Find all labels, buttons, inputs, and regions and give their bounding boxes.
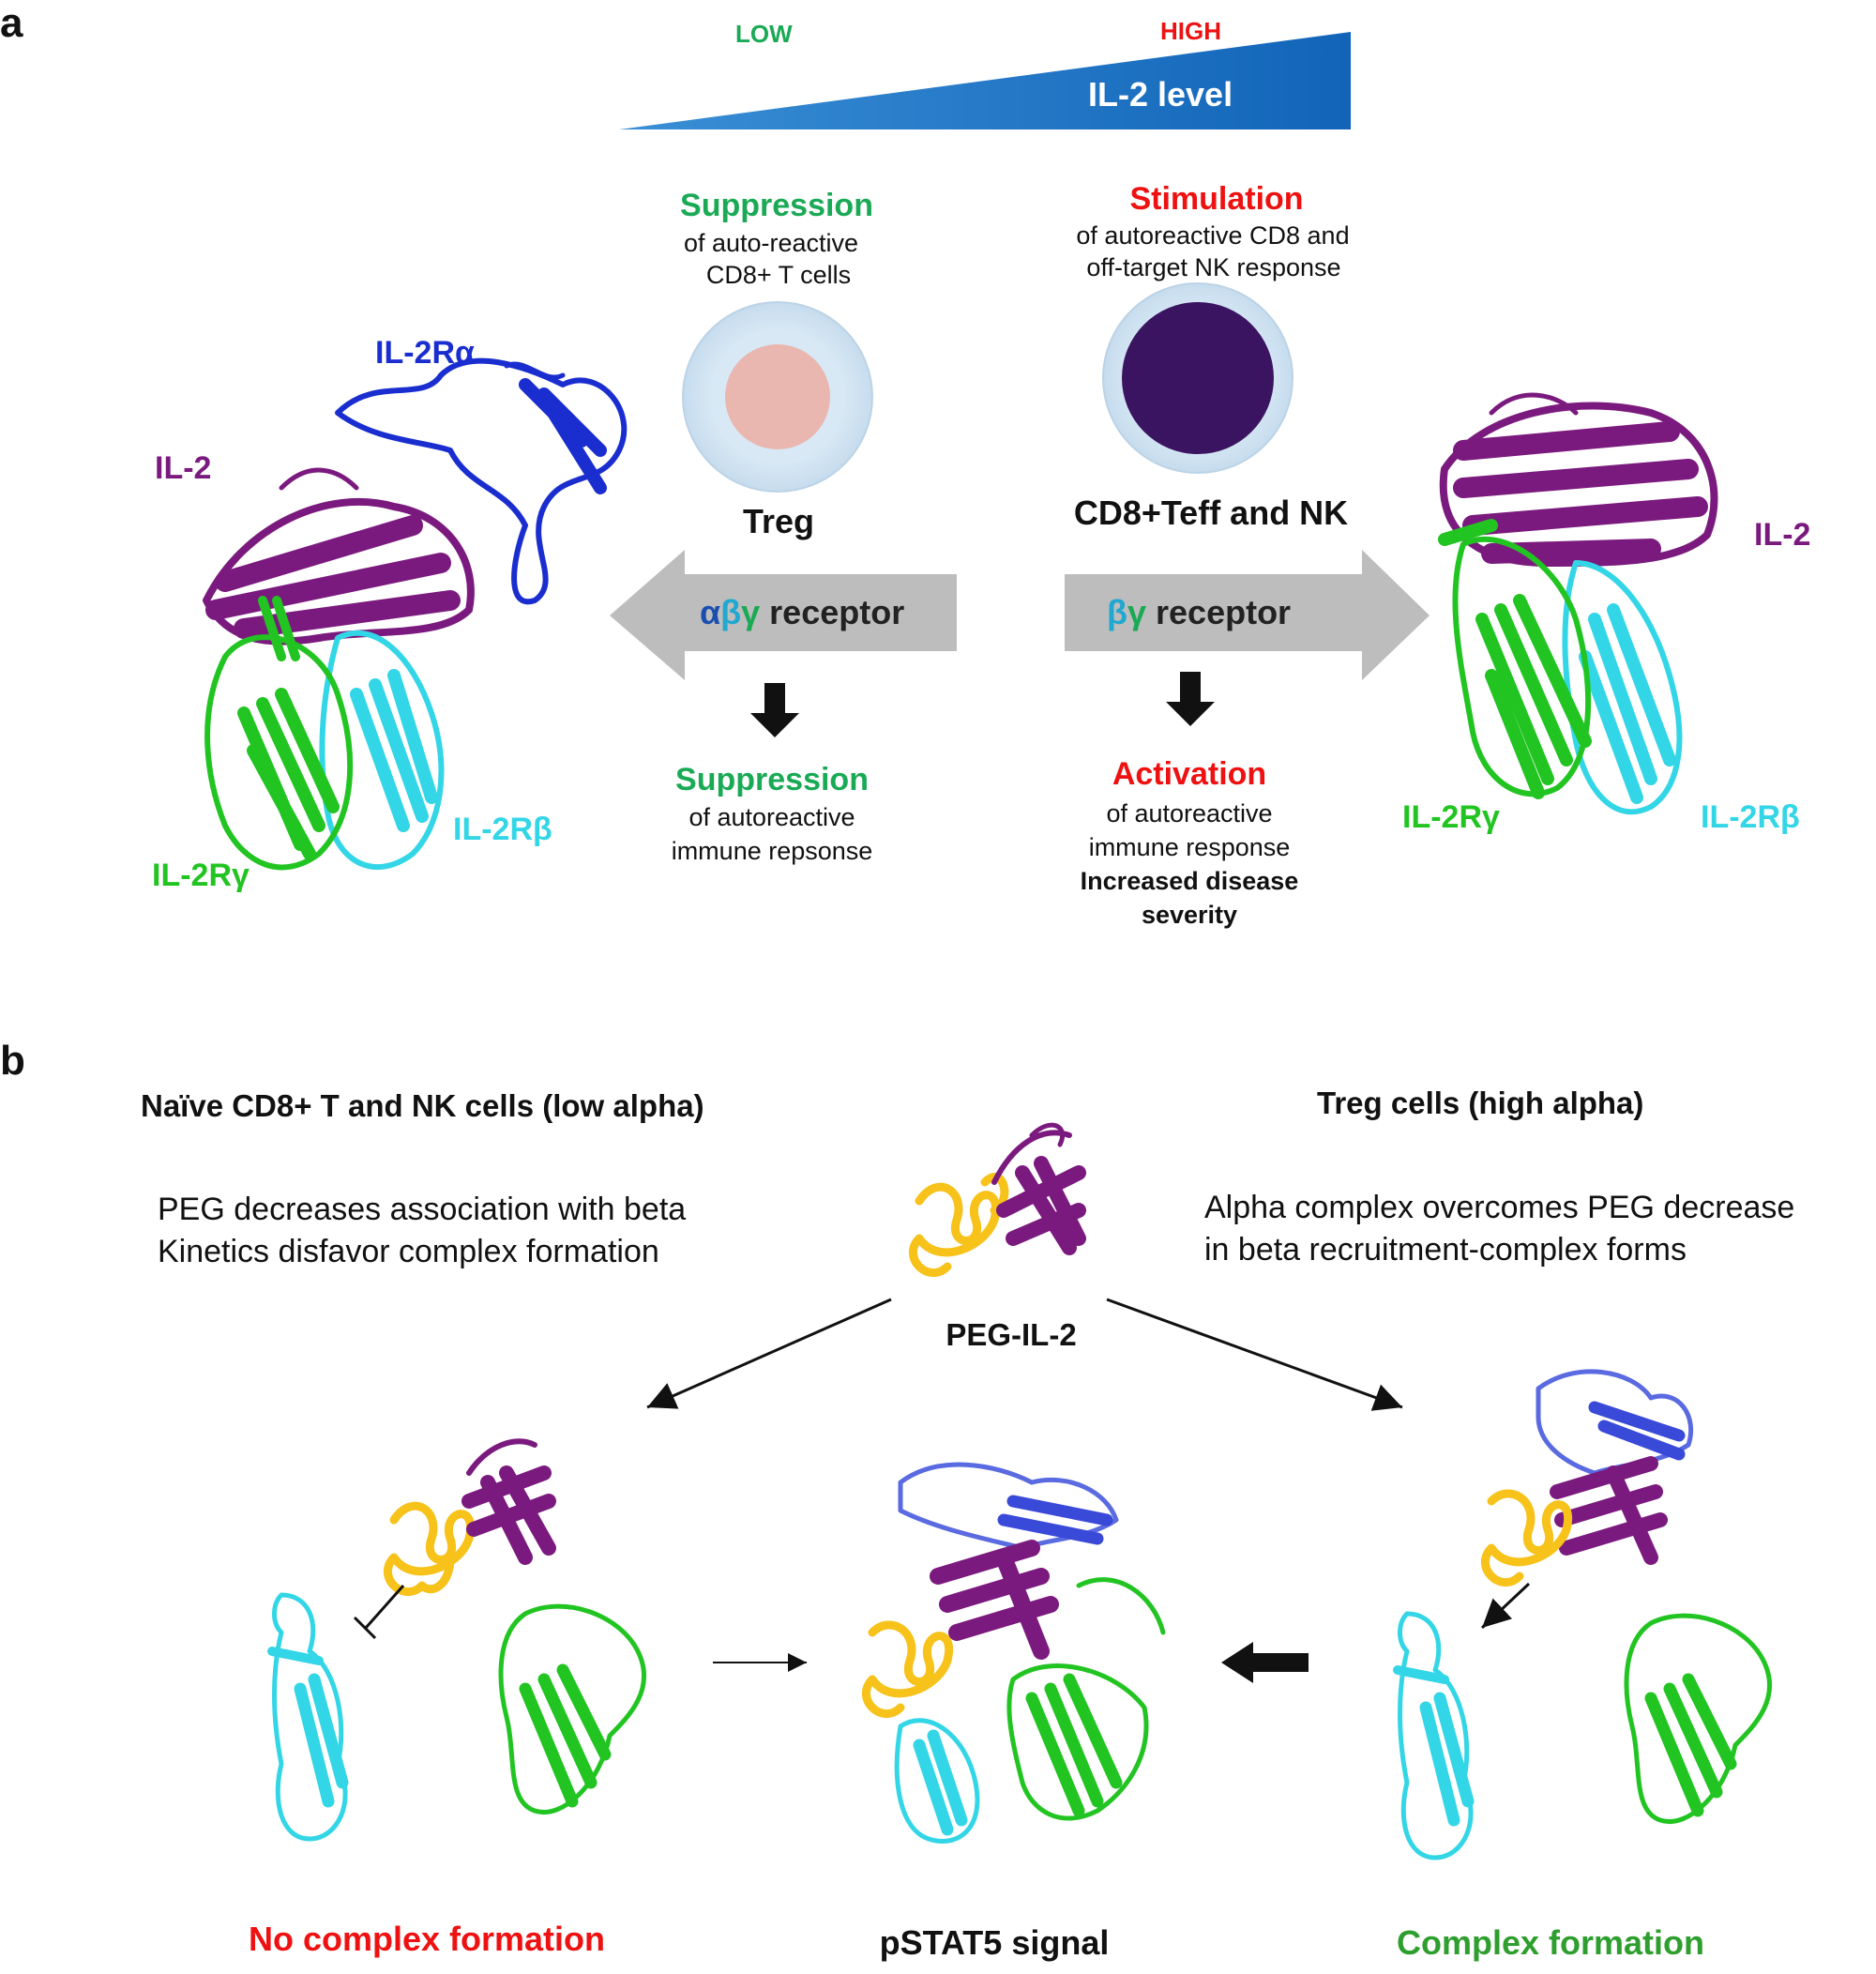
pstat5-signal-label: pSTAT5 signal <box>879 1923 1110 1962</box>
greek-beta: β <box>1107 593 1127 631</box>
stimulation-heading: Stimulation <box>1129 181 1304 217</box>
alpha-beta-gamma-receptor-label: αβγ receptor <box>700 593 904 631</box>
complex-formation-label: Complex formation <box>1396 1923 1705 1962</box>
right-branch-title: Treg cells (high alpha) <box>1317 1086 1644 1120</box>
beta-gamma-receptor-arrow <box>1065 550 1430 680</box>
greek-gamma: γ <box>741 593 761 631</box>
il2-level-gradient-wedge <box>619 32 1351 129</box>
down-arrow-right <box>1166 672 1215 726</box>
peg-il2-alpha-structure-right <box>1481 1369 1694 1587</box>
arrow-to-left-branch <box>646 1298 892 1409</box>
right-outcome-line1: of autoreactive <box>1106 799 1273 828</box>
alpha-beta-gamma-receptor-arrow <box>610 550 957 680</box>
right-branch-line2: in beta recruitment-complex forms <box>1204 1232 1687 1268</box>
right-il2-label: IL-2 <box>1754 517 1811 553</box>
arrow-right-binding <box>1480 1582 1531 1630</box>
peg-il2-center-label: PEG-IL-2 <box>946 1317 1077 1352</box>
treg-desc-line1: of auto-reactive <box>683 229 859 257</box>
right-outcome-line2: immune response <box>1088 833 1291 861</box>
left-beta-receptor <box>267 1592 349 1842</box>
no-complex-formation-label: No complex formation <box>248 1920 606 1958</box>
left-protein-structure <box>203 357 628 871</box>
treg-desc-line2: CD8+ T cells <box>705 261 852 289</box>
beta-gamma-receptor-label: βγ receptor <box>1107 593 1291 631</box>
cd8-nk-cell <box>1102 282 1294 474</box>
inhibition-arrow <box>364 1585 405 1629</box>
receptor-word: receptor <box>760 593 905 631</box>
inhibition-bar <box>353 1616 377 1640</box>
right-branch-line1: Alpha complex overcomes PEG decrease <box>1204 1190 1795 1225</box>
left-branch-line2: Kinetics disfavor complex formation <box>158 1234 659 1269</box>
panel-a-label: a <box>0 0 23 46</box>
left-outcome-heading: Suppression <box>675 762 869 797</box>
left-il2r-gamma-label: IL-2Rγ <box>152 858 250 893</box>
panel-b-label: b <box>0 1038 25 1084</box>
greek-alpha: α <box>700 593 721 631</box>
arrow-right-to-center <box>1221 1642 1309 1683</box>
treg-cell <box>682 301 873 493</box>
receptor-word: receptor <box>1146 593 1292 631</box>
left-branch-line1: PEG decreases association with beta <box>158 1192 687 1227</box>
right-outcome-line3: Increased disease <box>1080 867 1299 895</box>
right-il2r-gamma-label: IL-2Rγ <box>1402 799 1500 835</box>
treg-heading: Suppression <box>680 188 873 223</box>
cd8-nk-cell-name: CD8+Teff and NK <box>1073 494 1349 532</box>
treg-cell-name: Treg <box>742 502 815 540</box>
right-beta-receptor <box>1393 1611 1475 1860</box>
left-il2-label: IL-2 <box>155 450 212 486</box>
center-complex-structure <box>862 1462 1166 1844</box>
left-il2r-alpha-label: IL-2Rα <box>375 335 475 371</box>
down-arrow-left <box>750 683 799 737</box>
left-outcome-line2: immune repsonse <box>671 837 873 865</box>
right-outcome-line4: severity <box>1141 901 1238 929</box>
right-protein-structure <box>1438 392 1718 815</box>
greek-gamma: γ <box>1127 593 1147 631</box>
left-gamma-receptor <box>498 1603 646 1815</box>
right-outcome-heading: Activation <box>1112 756 1267 792</box>
gradient-low-label: LOW <box>735 20 793 48</box>
gradient-title: IL-2 level <box>1088 75 1233 114</box>
left-branch-title: Naïve CD8+ T and NK cells (low alpha) <box>141 1088 704 1123</box>
peg-il2-structure-top <box>909 1122 1086 1277</box>
greek-beta: β <box>720 593 742 631</box>
arrow-to-right-branch <box>1106 1298 1403 1411</box>
left-il2r-beta-label: IL-2Rβ <box>453 812 552 847</box>
left-outcome-line1: of autoreactive <box>688 803 855 831</box>
right-il2r-beta-label: IL-2Rβ <box>1701 799 1800 835</box>
peg-il2-structure-left <box>384 1438 556 1596</box>
stimulation-desc-line1: of autoreactive CD8 and <box>1076 221 1350 250</box>
right-gamma-receptor <box>1624 1613 1772 1824</box>
gradient-high-label: HIGH <box>1160 17 1221 45</box>
stimulation-desc-line2: off-target NK response <box>1086 253 1341 281</box>
